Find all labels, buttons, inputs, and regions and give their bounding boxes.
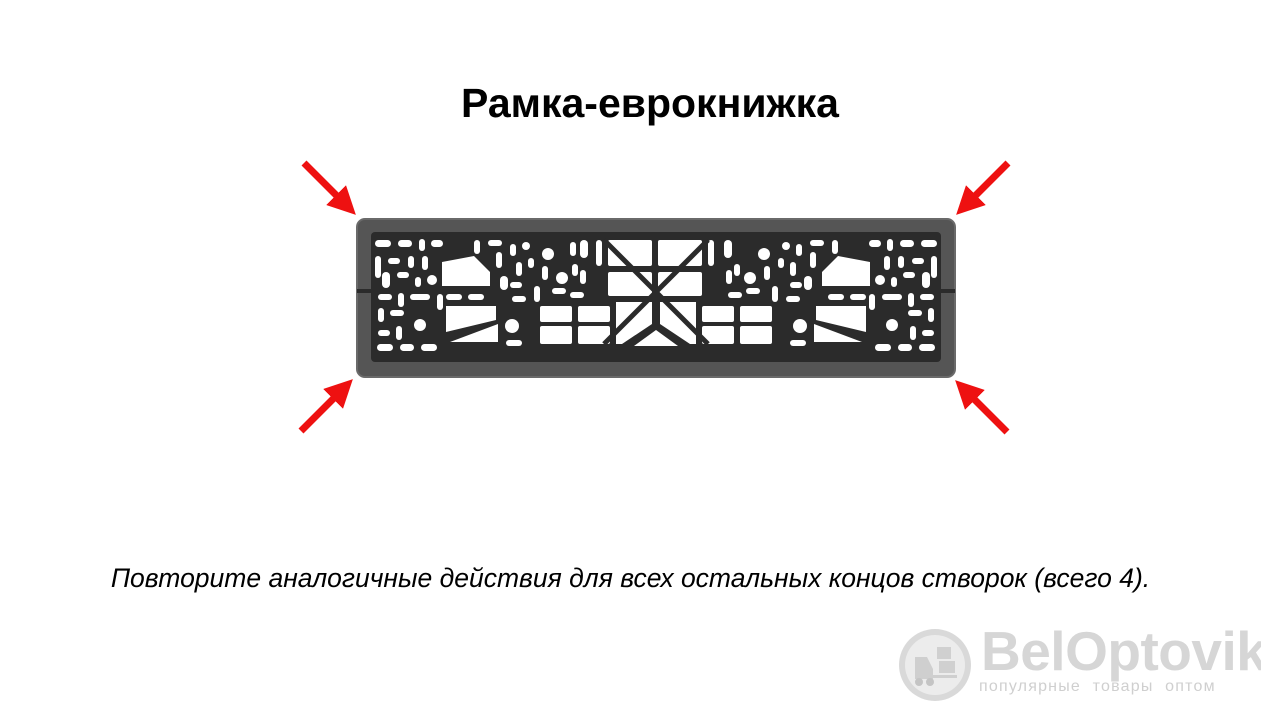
instruction-caption: Повторите аналогичные действия для всех …: [110, 563, 1151, 593]
watermark: BelOptovik популярные товары оптом: [895, 620, 1261, 705]
forklift-boxes-icon: [899, 629, 971, 701]
frame-center-struts: [602, 238, 710, 346]
watermark-brand: BelOptovik: [981, 620, 1261, 682]
arrow-top-right-icon: [956, 160, 1011, 215]
arrow-bottom-right-icon: [955, 380, 1010, 435]
slide-title: Рамка-еврокнижка: [461, 80, 839, 126]
frame-cutout-pattern: [375, 239, 937, 351]
arrow-bottom-left-icon: [298, 379, 353, 434]
arrow-top-left-icon: [301, 160, 356, 215]
watermark-tagline: популярные товары оптом: [979, 678, 1216, 695]
